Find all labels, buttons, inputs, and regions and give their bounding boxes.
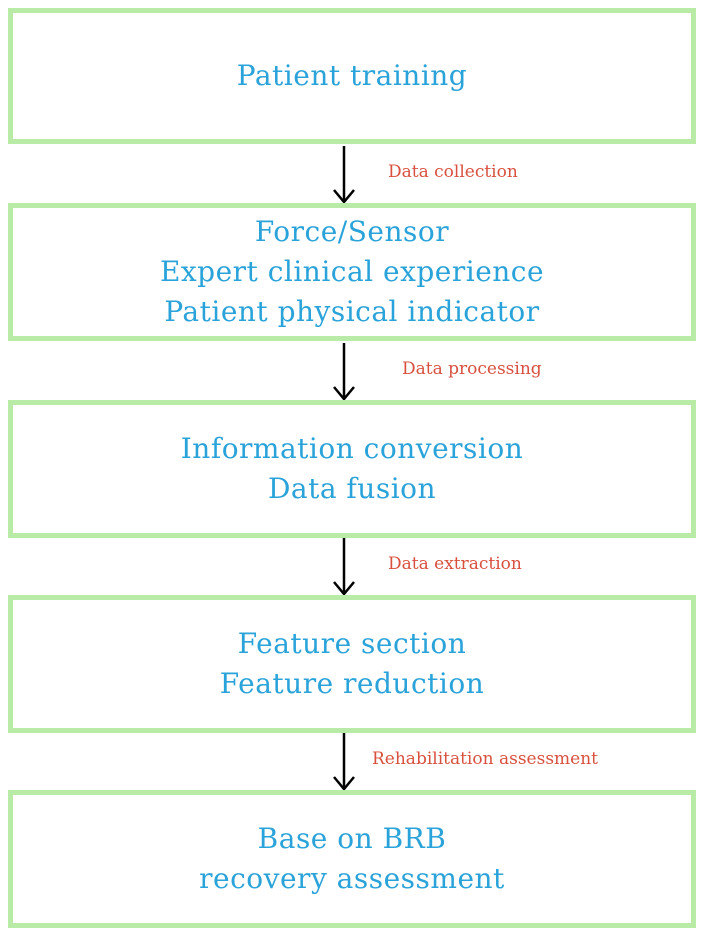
step-box-data-sources: Force/Sensor Expert clinical experience … <box>8 203 696 341</box>
down-arrow-icon <box>333 343 355 401</box>
step-text: Patient training <box>236 59 468 92</box>
down-arrow-icon <box>333 538 355 596</box>
step-text: Feature reduction <box>219 667 485 700</box>
step-box-feature-section: Feature section Feature reduction <box>8 595 696 733</box>
step-box-information-conversion: Information conversion Data fusion <box>8 400 696 538</box>
arrow-label: Rehabilitation assessment <box>372 749 599 769</box>
step-box-brb-assessment: Base on BRB recovery assessment <box>8 790 696 928</box>
step-text: Force/Sensor <box>254 215 450 248</box>
step-text: Patient physical indicator <box>164 295 540 328</box>
arrow-connector-1: Data collection <box>320 146 700 206</box>
down-arrow-icon <box>333 146 355 204</box>
arrow-label: Data extraction <box>388 554 522 574</box>
arrow-connector-3: Data extraction <box>320 538 700 598</box>
step-text: Expert clinical experience <box>159 255 545 288</box>
step-text: Data fusion <box>267 472 437 505</box>
arrow-connector-2: Data processing <box>320 343 700 403</box>
step-text: Feature section <box>237 627 467 660</box>
step-text: Information conversion <box>180 432 524 465</box>
arrow-connector-4: Rehabilitation assessment <box>320 733 700 793</box>
step-text: Base on BRB <box>257 822 447 855</box>
step-text: recovery assessment <box>199 862 505 895</box>
arrow-label: Data collection <box>388 162 518 182</box>
down-arrow-icon <box>333 733 355 791</box>
arrow-label: Data processing <box>402 359 542 379</box>
step-box-patient-training: Patient training <box>8 8 696 144</box>
